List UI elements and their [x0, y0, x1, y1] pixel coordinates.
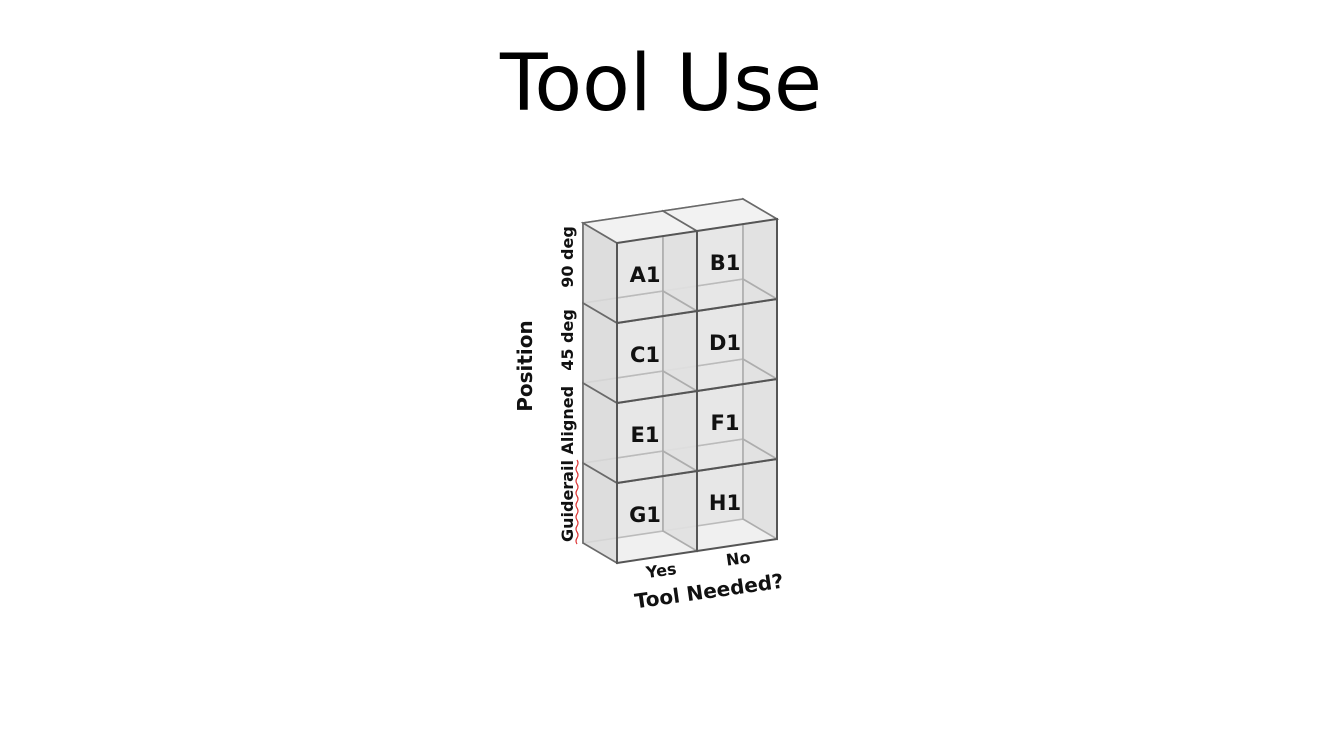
cell-label-e1: E1 — [631, 423, 660, 447]
cell-label-f1: F1 — [711, 411, 740, 435]
cell-label-d1: D1 — [709, 331, 741, 355]
cell-label-g1: G1 — [629, 503, 661, 527]
y-tick-guiderail-aligned: Guiderail Aligned — [558, 386, 577, 542]
diagram-title: Tool Use — [499, 39, 822, 129]
cell-label-a1: A1 — [630, 263, 661, 287]
y-tick-45-deg: 45 deg — [558, 309, 577, 371]
x-tick-no: No — [725, 547, 752, 569]
cell-label-h1: H1 — [709, 491, 741, 515]
x-tick-yes: Yes — [644, 559, 678, 582]
spellcheck-squiggle — [575, 459, 579, 545]
cell-label-c1: C1 — [630, 343, 660, 367]
cube-front-face — [696, 217, 778, 313]
y-tick-90-deg: 90 deg — [558, 226, 577, 288]
y-axis-title: Position — [513, 320, 537, 412]
cell-label-b1: B1 — [710, 251, 741, 275]
